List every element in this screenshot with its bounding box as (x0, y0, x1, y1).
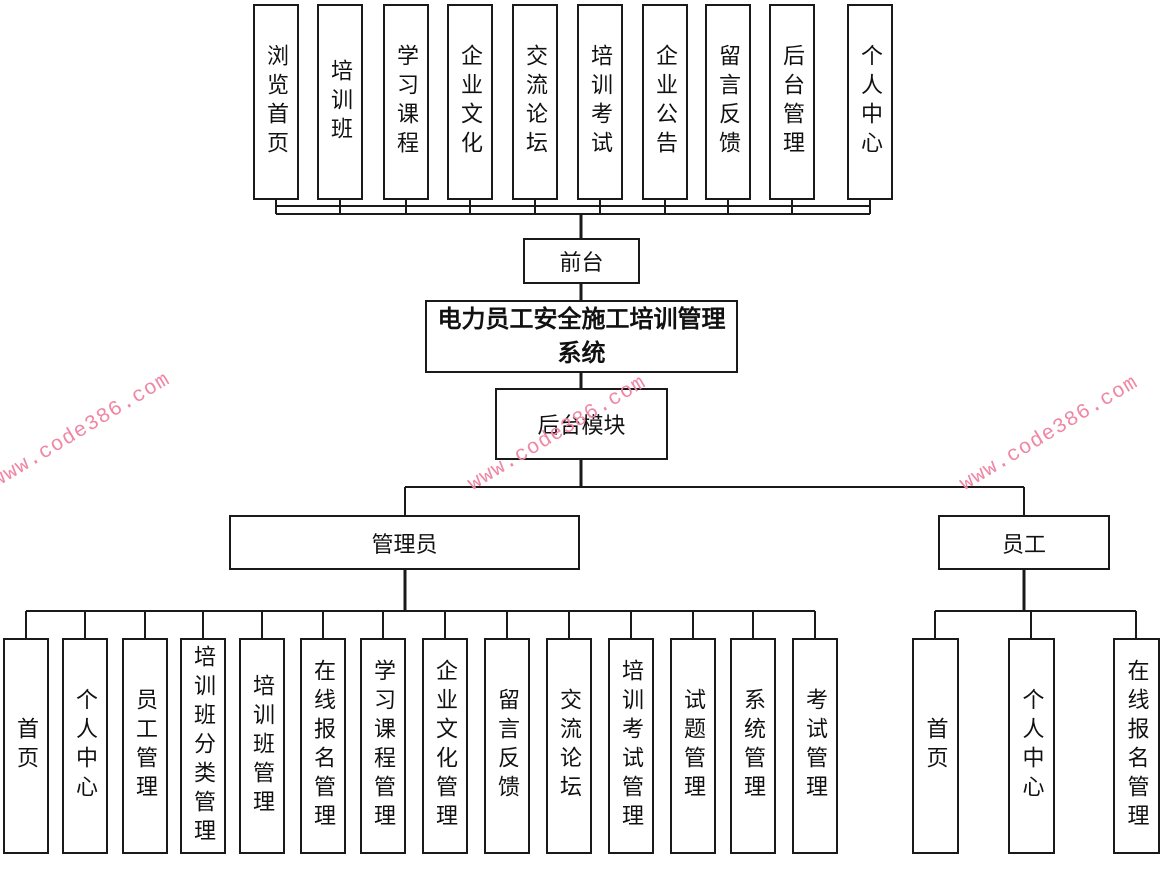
system-title: 电力员工安全施工培训管理系统 (437, 306, 726, 367)
front-module-label: 后台管理 (780, 44, 805, 160)
backend-node: 后台模块 (495, 388, 668, 460)
front-module-study-course: 学习课程 (383, 4, 429, 200)
front-module-label: 培训考试 (588, 44, 613, 160)
front-module-browse-home: 浏览首页 (253, 4, 299, 200)
employee-module-home: 首页 (912, 638, 959, 854)
admin-module-forum: 交流论坛 (546, 638, 592, 854)
admin-node: 管理员 (229, 515, 580, 570)
admin-module-exam-management: 考试管理 (792, 638, 838, 854)
employee-module-online-registration-management: 在线报名管理 (1113, 638, 1160, 854)
admin-module-label: 在线报名管理 (311, 659, 336, 833)
admin-module-label: 个人中心 (73, 688, 98, 804)
admin-module-label: 系统管理 (741, 688, 766, 804)
employee-module-label: 首页 (923, 717, 949, 775)
admin-module-personal-center: 个人中心 (62, 638, 108, 854)
employee-module-label: 个人中心 (1019, 688, 1045, 804)
employee-node: 员工 (938, 515, 1110, 570)
front-module-feedback: 留言反馈 (705, 4, 751, 200)
admin-module-feedback: 留言反馈 (484, 638, 530, 854)
admin-module-training-exam-management: 培训考试管理 (608, 638, 654, 854)
admin-module-label: 试题管理 (681, 688, 706, 804)
admin-node-label: 管理员 (371, 531, 438, 557)
front-module-personal-center: 个人中心 (847, 4, 893, 200)
front-node: 前台 (523, 238, 640, 284)
admin-module-label: 考试管理 (803, 688, 828, 804)
admin-module-training-class-category-management: 培训班分类管理 (180, 638, 226, 854)
employee-module-personal-center: 个人中心 (1008, 638, 1055, 854)
front-module-label: 浏览首页 (264, 44, 289, 160)
admin-module-study-course-management: 学习课程管理 (360, 638, 406, 854)
front-module-corporate-announcement: 企业公告 (642, 4, 688, 200)
admin-module-employee-management: 员工管理 (122, 638, 168, 854)
admin-module-question-management: 试题管理 (670, 638, 716, 854)
admin-module-home: 首页 (3, 638, 49, 854)
front-module-label: 个人中心 (858, 44, 883, 160)
backend-node-label: 后台模块 (537, 413, 626, 438)
front-module-label: 培训班 (328, 58, 353, 146)
admin-module-label: 首页 (14, 717, 39, 775)
employee-node-label: 员工 (1001, 531, 1046, 557)
front-module-backend-management: 后台管理 (769, 4, 815, 200)
admin-module-label: 学习课程管理 (371, 659, 396, 833)
front-module-label: 企业文化 (458, 44, 483, 160)
admin-module-training-class-management: 培训班管理 (239, 638, 285, 854)
front-node-label: 前台 (559, 250, 604, 275)
front-module-label: 交流论坛 (523, 44, 548, 160)
admin-module-label: 留言反馈 (495, 688, 520, 804)
front-module-label: 学习课程 (394, 44, 419, 160)
employee-module-label: 在线报名管理 (1124, 659, 1150, 833)
admin-module-label: 培训班分类管理 (191, 644, 216, 848)
admin-module-label: 培训考试管理 (619, 659, 644, 833)
admin-module-online-registration-management: 在线报名管理 (300, 638, 346, 854)
admin-module-label: 交流论坛 (557, 688, 582, 804)
admin-module-system-management: 系统管理 (730, 638, 776, 854)
front-module-corporate-culture: 企业文化 (447, 4, 493, 200)
admin-module-label: 培训班管理 (250, 673, 275, 819)
admin-module-corporate-culture-management: 企业文化管理 (422, 638, 468, 854)
system-node: 电力员工安全施工培训管理系统 (425, 300, 738, 373)
admin-module-label: 员工管理 (133, 688, 158, 804)
front-module-forum: 交流论坛 (512, 4, 558, 200)
front-module-training-exam: 培训考试 (577, 4, 623, 200)
front-module-label: 留言反馈 (716, 44, 741, 160)
front-module-label: 企业公告 (653, 44, 678, 160)
front-module-training-class: 培训班 (317, 4, 363, 200)
admin-module-label: 企业文化管理 (433, 659, 458, 833)
